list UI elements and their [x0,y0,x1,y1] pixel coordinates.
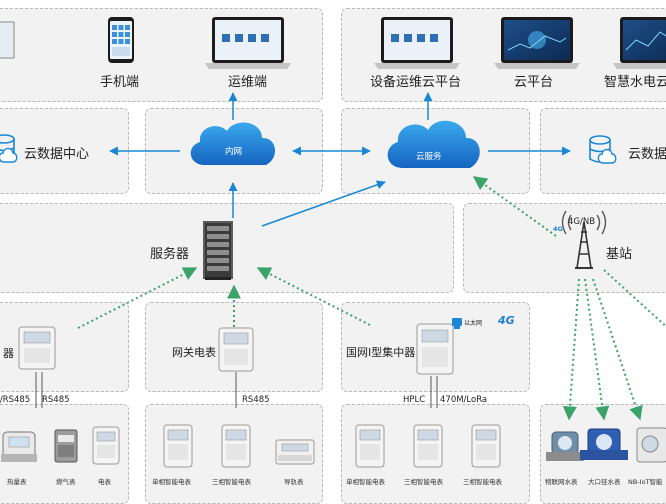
arrow-server-cloud [261,180,386,227]
three-phase-label-1: 三相智能电表 [212,478,251,486]
middle-left-panel [0,108,129,194]
bus-label-lora: 470M/LoRa [440,395,488,405]
platform-label: 设备运维云平台 [370,75,462,90]
intranet-label: 内网 [225,147,243,157]
bus-label-hplc: HPLC [403,395,426,405]
left-collector-label: 器 [3,347,14,360]
partial-screen-icon [0,21,15,59]
single-phase-meter-icon-2 [355,424,385,468]
right-datacenter-label: 云数据 [628,147,666,162]
right-database-icon [589,135,617,164]
cloud-service-label: 云服务 [416,152,442,162]
single-phase-label-2: 单相智能电表 [346,478,385,486]
ops-laptop-icon [205,17,291,69]
mobile-phone-icon [108,17,134,63]
gas-meter-label: 燃气表 [56,478,76,486]
base-station-panel [463,203,666,293]
intranet-cloud-icon [190,122,276,165]
link-concentrator-server [256,267,371,326]
large-water-meter-icon [580,428,628,460]
bus-label-middle: RS485 [242,395,270,405]
link-station-water-2 [584,278,610,421]
bus-label-left-a: A/RS485 [0,395,31,405]
cloud-platform-label: 云平台 [514,75,554,90]
link-left-collector-server [77,267,198,329]
link-station-water-1 [562,278,580,421]
heat-meter-icon [1,431,37,462]
link-station-water-4 [603,269,666,328]
cloud-service-icon [387,120,480,168]
gateway-meter-icon [218,327,254,372]
cloud-platform-laptop-icon [494,17,580,69]
concentrator-label: 国网I型集中器 [346,346,416,359]
large-water-label: 大口径水表 [588,478,621,486]
network-label: 4G/NB [568,217,596,227]
concentrator-icon [416,323,454,375]
nb-iot-water-meter-icon [636,427,666,463]
single-phase-meter-icon-1 [163,424,193,468]
ethernet-label: 以太网 [464,320,483,327]
iot-water-label: 物联网水表 [545,478,578,486]
platform-laptop-icon [374,17,460,69]
ops-label: 运维端 [228,75,268,90]
left-collector-icon [18,326,56,370]
left-database-icon [0,134,18,163]
three-phase-label-3: 三相智能电表 [463,478,502,486]
smart-water-label: 智慧水电云 [604,75,666,90]
link-station-water-3 [592,278,643,421]
badge-4g: 4G [498,314,515,327]
three-phase-meter-icon-2 [413,424,443,468]
din-rail-label: 导轨表 [284,478,304,486]
server-label: 服务器 [150,247,190,262]
three-phase-meter-icon-3 [471,424,501,468]
antenna-4g-mark: 4G [553,225,563,233]
electric-meter-label: 电表 [98,478,111,486]
ethernet-icon [452,318,462,329]
link-base-station-cloud [472,176,557,237]
bus-label-left-b: RS485 [42,395,70,405]
nb-iot-water-label: NB-IoT智能 [628,478,663,486]
gateway-meter-label: 网关电表 [172,346,216,359]
base-station-label: 基站 [606,247,633,262]
server-rack-icon [203,221,233,280]
left-datacenter-label: 云数据中心 [24,147,90,162]
base-station-tower-icon [561,210,607,269]
smart-water-laptop-icon [613,17,666,69]
heat-meter-label: 热量表 [7,478,27,486]
electric-meter-icon [92,426,120,465]
three-phase-meter-icon-1 [221,424,251,468]
single-phase-label-1: 单相智能电表 [152,478,191,486]
gas-meter-icon [54,429,78,463]
iot-water-meter-icon [546,431,584,461]
three-phase-label-2: 三相智能电表 [404,478,443,486]
din-rail-meter-icon [275,439,315,465]
mobile-label: 手机端 [100,75,140,90]
